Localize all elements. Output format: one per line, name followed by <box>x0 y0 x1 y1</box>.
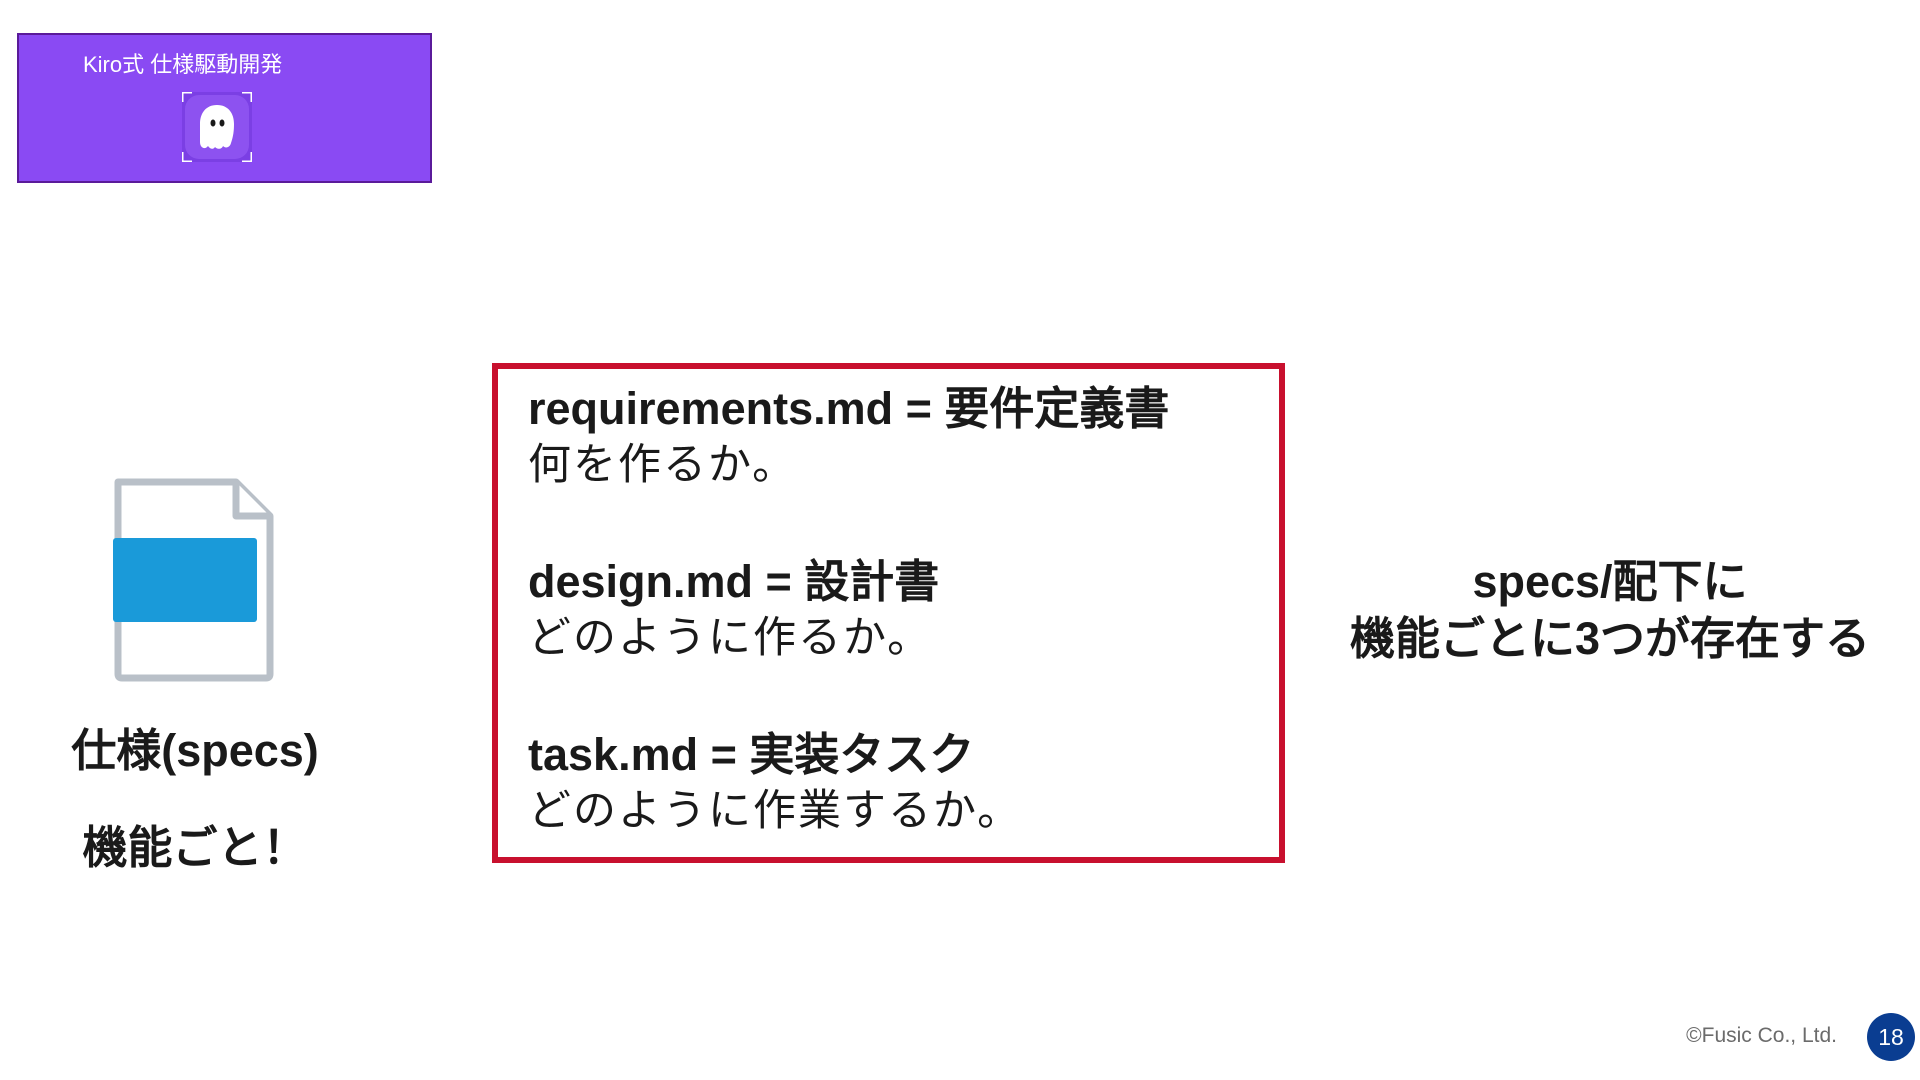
header-title: Kiro式 仕様駆動開発 <box>83 52 283 77</box>
file-entry: requirements.md = 要件定義書 何を作るか。 <box>528 381 1169 493</box>
statement-line-1: specs/配下に <box>1472 556 1748 607</box>
file-title: design.md = 設計書 <box>528 556 940 607</box>
file-description: 何を作るか。 <box>528 440 798 490</box>
file-description: どのように作るか。 <box>528 613 933 663</box>
specs-sublabel: 機能ごと！ <box>82 821 308 874</box>
file-title: task.md = 実装タスク <box>528 729 975 780</box>
file-description: どのように作業するか。 <box>528 786 1023 836</box>
file-entry: task.md = 実装タスク どのように作業するか。 <box>528 727 1022 839</box>
document-icon <box>113 478 274 682</box>
spec-files-box: requirements.md = 要件定義書 何を作るか。 design.md… <box>492 363 1285 863</box>
statement-line-2: 機能ごとに3つが存在する <box>1349 613 1871 664</box>
specs-statement: specs/配下に 機能ごとに3つが存在する <box>1300 553 1920 667</box>
kiro-ghost-icon <box>182 92 252 162</box>
page-number-badge: 18 <box>1867 1013 1915 1061</box>
copyright: ©Fusic Co., Ltd. <box>1686 1024 1837 1047</box>
file-title: requirements.md = 要件定義書 <box>528 383 1170 434</box>
header-badge: Kiro式 仕様駆動開発 <box>17 33 432 183</box>
file-entry: design.md = 設計書 どのように作るか。 <box>528 554 939 666</box>
specs-label: 仕様(specs) <box>71 725 319 776</box>
